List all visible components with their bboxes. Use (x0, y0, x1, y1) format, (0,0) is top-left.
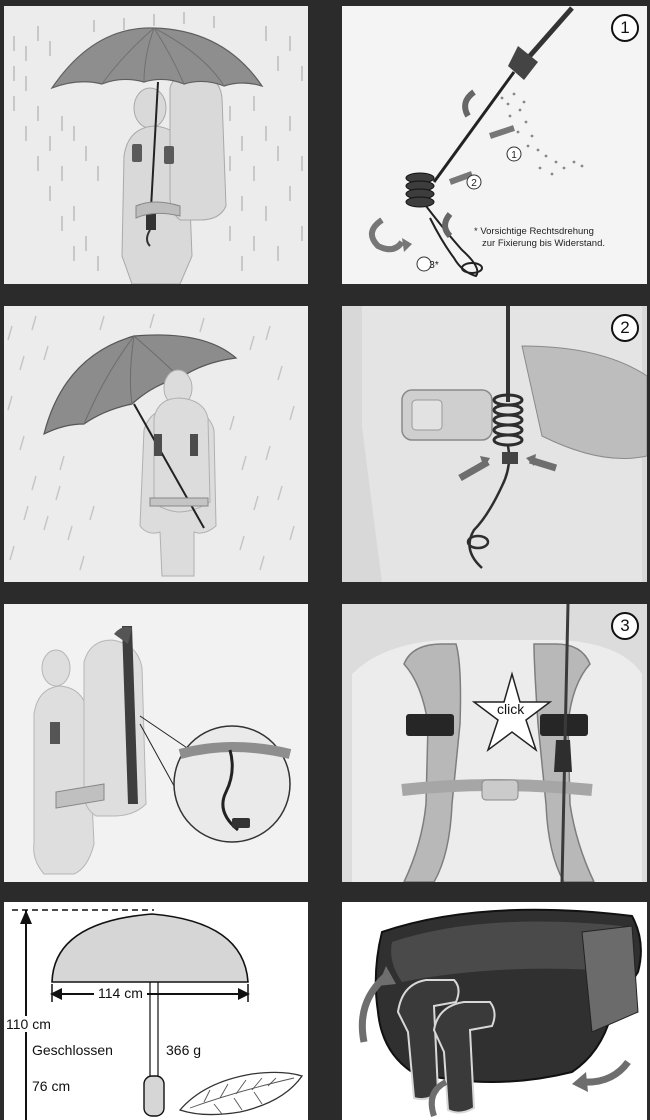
arrow-label-1: 1 (511, 150, 517, 161)
dimensions-illustration (12, 909, 304, 1120)
click-label: click (497, 701, 525, 717)
panel-strap-holder-closeup (342, 902, 647, 1120)
arrow-label-2: 2 (471, 178, 477, 189)
panel-closed-umbrella-stowed (4, 604, 308, 882)
panel-step-1-attachment: 1 2 3* 1 * Vorsichtige Rechtsdrehung zur… (342, 6, 647, 284)
width-label: 114 cm (94, 985, 147, 1001)
rotation-note-line-2: zur Fixierung bis Widerstand. (482, 238, 606, 249)
step-2-illustration (362, 306, 647, 582)
panel-rain-hiker-side (4, 6, 308, 284)
step-1-illustration: 1 2 3* (369, 6, 584, 278)
panel-step-2-cord-loop: 2 (342, 306, 647, 582)
panel-rain-hiker-back (4, 306, 308, 582)
rotation-note-line-1: * Vorsichtige Rechtsdrehung (474, 226, 594, 237)
weight-label: 366 g (166, 1042, 202, 1058)
rain-hiker-back-illustration (7, 313, 295, 577)
closed-caption: Geschlossen (32, 1042, 113, 1058)
stowed-umbrella-illustration (33, 626, 292, 875)
arrow-label-3: 3* (429, 260, 439, 271)
rain-hiker-side-illustration (13, 12, 303, 284)
step-number-1: 1 (611, 14, 639, 42)
step-number-2: 2 (611, 314, 639, 342)
step-3-illustration (352, 604, 642, 882)
step-number-3: 3 (611, 612, 639, 640)
panel-specifications: 114 cm 110 cm Geschlossen 366 g 76 cm (4, 902, 308, 1120)
closed-length-label: 76 cm (32, 1078, 71, 1094)
panel-step-3-click-holder: 3 click (342, 604, 647, 882)
strap-holder-illustration (358, 908, 642, 1117)
open-length-label: 110 cm (6, 1016, 51, 1032)
